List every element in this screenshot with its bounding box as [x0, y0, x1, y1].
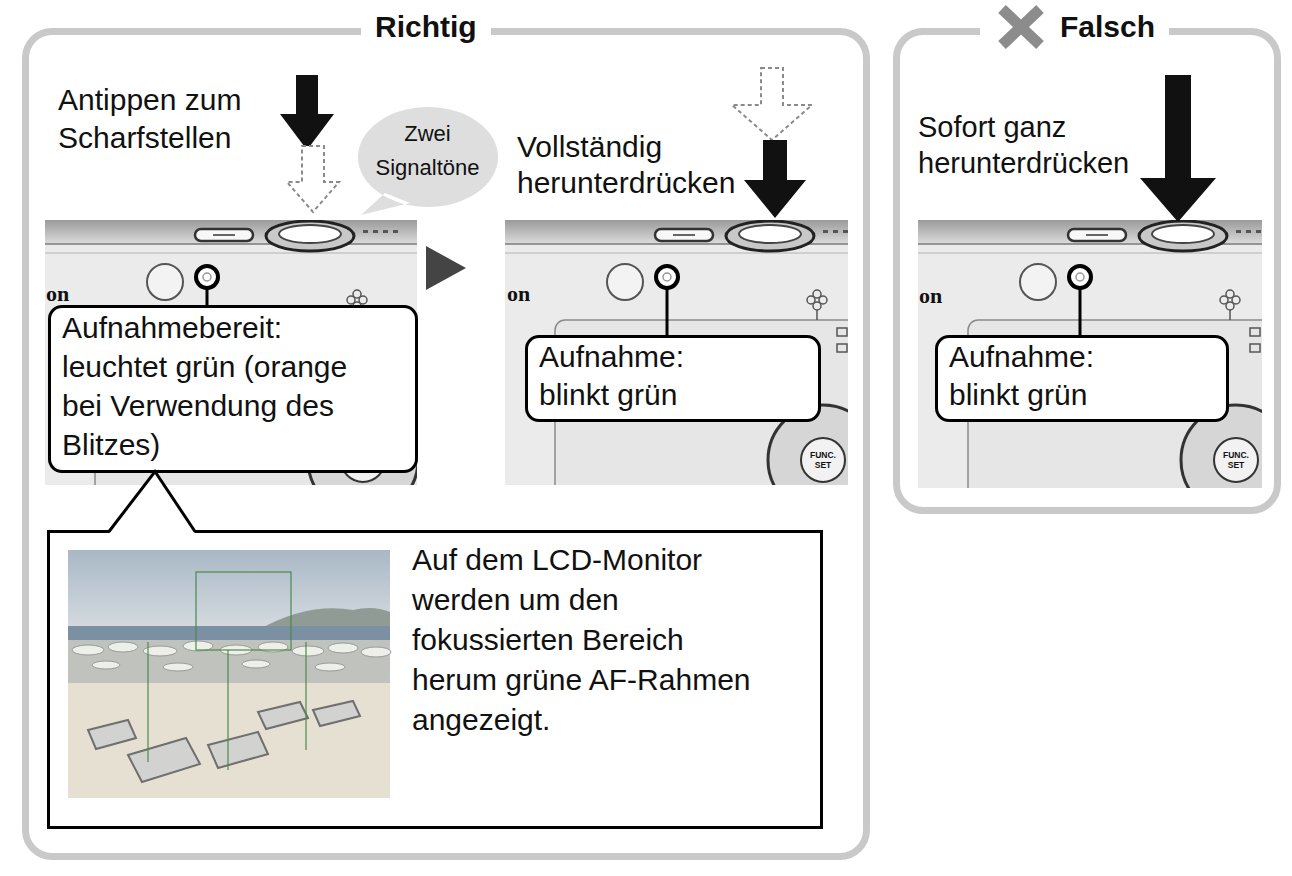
photo-sea [68, 626, 390, 642]
note-box: Auf dem LCD-Monitor werden um den fokuss… [47, 530, 823, 829]
photo-sand [68, 683, 390, 798]
wrong-mark [1002, 9, 1040, 45]
half-press-arrow [732, 68, 812, 140]
note-text: Auf dem LCD-Monitor werden um den fokuss… [412, 540, 764, 740]
photo-ground [68, 550, 390, 798]
status-box: Aufnahme: blinkt grün [935, 335, 1229, 422]
step-label: Antippen zum Scharfstellen [58, 81, 268, 157]
bubble-text: Zwei Signaltöne [365, 117, 490, 185]
step-label: Vollständig herunterdrücken [517, 129, 749, 201]
speech-bubble: Zwei Signaltöne [355, 105, 500, 217]
camera-view [505, 220, 848, 485]
brand-text: on [507, 281, 530, 307]
camera-view [45, 220, 417, 485]
camera-view [505, 220, 848, 485]
press-arrow [1140, 75, 1216, 222]
brand-text: on [46, 281, 69, 307]
next-step-triangle [426, 246, 466, 290]
step-label: Sofort ganz herunterdrücken [918, 109, 1143, 181]
camera-view [918, 220, 1262, 488]
camera-view [918, 220, 1262, 488]
status-text: Aufnahme: blinkt grün [539, 338, 699, 414]
button-label: FUNC. SET [806, 450, 840, 470]
status-box: Aufnahme: blinkt grün [525, 335, 821, 422]
button-label: FUNC. SET [1219, 450, 1253, 470]
callout-pointer-line [109, 472, 195, 532]
lcd-photo [68, 550, 391, 798]
leader-line [206, 288, 209, 306]
status-text: Aufnahme: blinkt grün [949, 338, 1109, 414]
status-box: Aufnahmebereit: leuchtet grün (orange be… [48, 305, 418, 473]
panel-title: Falsch [980, 9, 1169, 45]
leader-line [666, 288, 669, 336]
half-press-arrow [287, 146, 339, 212]
photo-crowd [68, 640, 390, 685]
brand-text: on [919, 283, 942, 309]
camera-view [45, 220, 417, 485]
press-arrow [744, 140, 806, 218]
wrong-panel: Aufnahme: blinkt grünFalsch [893, 28, 1281, 514]
status-text: Aufnahmebereit: leuchtet grün (orange be… [62, 308, 372, 464]
af-frame [148, 572, 306, 770]
bubble-shape [358, 107, 498, 215]
press-arrow [280, 75, 334, 150]
photo-umbrellas [72, 641, 391, 671]
callout-pointer [109, 472, 195, 534]
callout-pointer-fill [109, 472, 195, 534]
leader-line [1079, 288, 1082, 336]
photo-chairs [88, 701, 360, 782]
panel-title: Richtig [361, 9, 491, 45]
